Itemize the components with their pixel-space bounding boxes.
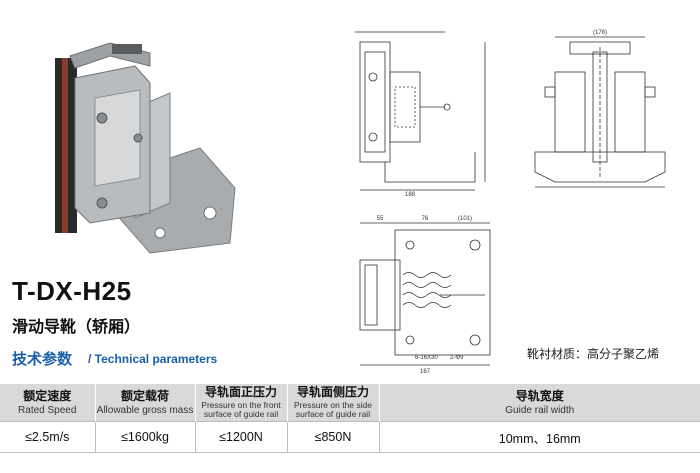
header-en: Guide rail width <box>505 404 575 416</box>
parameters-table: 额定速度 Rated Speed 额定载荷 Allowable gross ma… <box>0 384 700 453</box>
value-allowable-mass: ≤1600kg <box>95 421 196 453</box>
header-side-pressure: 导轨面侧压力 Pressure on the side surface of g… <box>287 384 380 422</box>
header-cn: 额定载荷 <box>120 388 169 403</box>
top-slot-dim: 6-16X30 <box>415 355 438 361</box>
product-photo <box>55 42 236 254</box>
header-allowable-mass: 额定载荷 Allowable gross mass <box>95 384 196 422</box>
table-row: ≤2.5m/s ≤1600kg ≤1200N ≤850N 10mm、16mm <box>0 421 700 453</box>
material-note: 靴衬材质：高分子聚乙烯 <box>527 347 660 361</box>
top-width-dim: 167 <box>420 369 431 375</box>
front-view-drawing: (178) <box>534 30 666 188</box>
table-header-row: 额定速度 Rated Speed 额定载荷 Allowable gross ma… <box>0 384 700 422</box>
value-rail-width: 10mm、16mm <box>379 421 700 453</box>
side-view-drawing: 188 <box>355 31 486 197</box>
value-front-pressure: ≤1200N <box>195 421 288 453</box>
top-mid-dim: 76 <box>422 216 429 222</box>
value-side-pressure: ≤850N <box>287 421 380 453</box>
header-cn: 额定速度 <box>23 388 72 403</box>
header-rail-width: 导轨宽度 Guide rail width <box>379 384 700 422</box>
top-view-drawing: 55 76 (101) 167 6-16X30 2-Φ9 <box>359 216 491 375</box>
product-subtitle: 滑动导靴（轿厢） <box>12 319 141 336</box>
header-front-pressure: 导轨面正压力 Pressure on the front surface of … <box>195 384 288 422</box>
top-bolt-dim: 2-Φ9 <box>450 355 464 361</box>
header-cn: 导轨宽度 <box>515 388 564 403</box>
header-en: Allowable gross mass <box>96 404 194 416</box>
header-cn: 导轨面正压力 <box>204 385 277 399</box>
header-en: Rated Speed <box>18 404 77 416</box>
product-model: T-DX-H25 <box>12 276 132 306</box>
value-rated-speed: ≤2.5m/s <box>0 421 96 453</box>
params-title-cn: 技术参数 <box>12 351 73 368</box>
header-rated-speed: 额定速度 Rated Speed <box>0 384 96 422</box>
header-en: Pressure on the front surface of guide r… <box>201 400 281 419</box>
top-right-dim: (101) <box>458 216 472 222</box>
top-left-dim: 55 <box>377 216 384 222</box>
front-width-label: (178) <box>593 30 607 36</box>
params-title-en: / Technical parameters <box>88 352 218 366</box>
header-en: Pressure on the side surface of guide ra… <box>294 400 372 419</box>
header-cn: 导轨面侧压力 <box>296 385 369 399</box>
side-width-label: 188 <box>405 192 416 197</box>
